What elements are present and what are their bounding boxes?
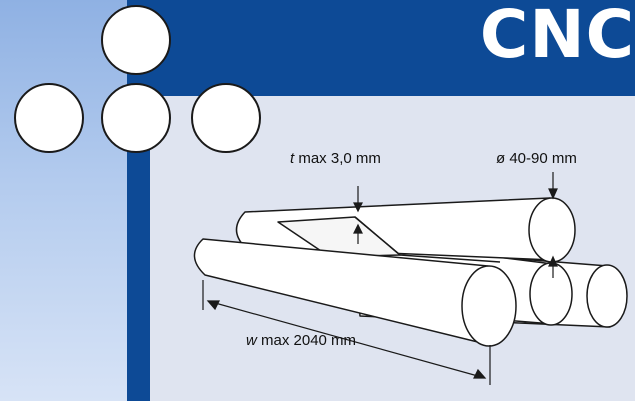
brand-title: CNC	[479, 0, 635, 70]
content-left-border	[127, 96, 150, 401]
logo-circle-bottom-left	[14, 83, 84, 153]
thickness-variable: t	[290, 150, 295, 167]
front-cylinder-end	[461, 265, 517, 347]
header-band: CNC	[127, 0, 635, 96]
front-cylinder-body	[193, 238, 491, 346]
thickness-value: max 3,0 mm	[298, 150, 381, 167]
width-label: w max 2040 mm	[246, 332, 356, 350]
diameter-label: ø 40-90 mm	[496, 150, 577, 168]
logo-circle-top	[101, 5, 171, 75]
top-cylinder-end	[528, 197, 576, 263]
rear-cylinder-end	[586, 264, 628, 328]
logo-circle-bottom-middle	[101, 83, 171, 153]
logo-circle-bottom-right	[191, 83, 261, 153]
width-value: max 2040 mm	[261, 332, 357, 349]
middle-cylinder-end	[529, 262, 573, 326]
thickness-label: t max 3,0 mm	[290, 150, 381, 168]
diameter-value: ø 40-90 mm	[496, 150, 577, 167]
width-variable: w	[246, 332, 257, 349]
